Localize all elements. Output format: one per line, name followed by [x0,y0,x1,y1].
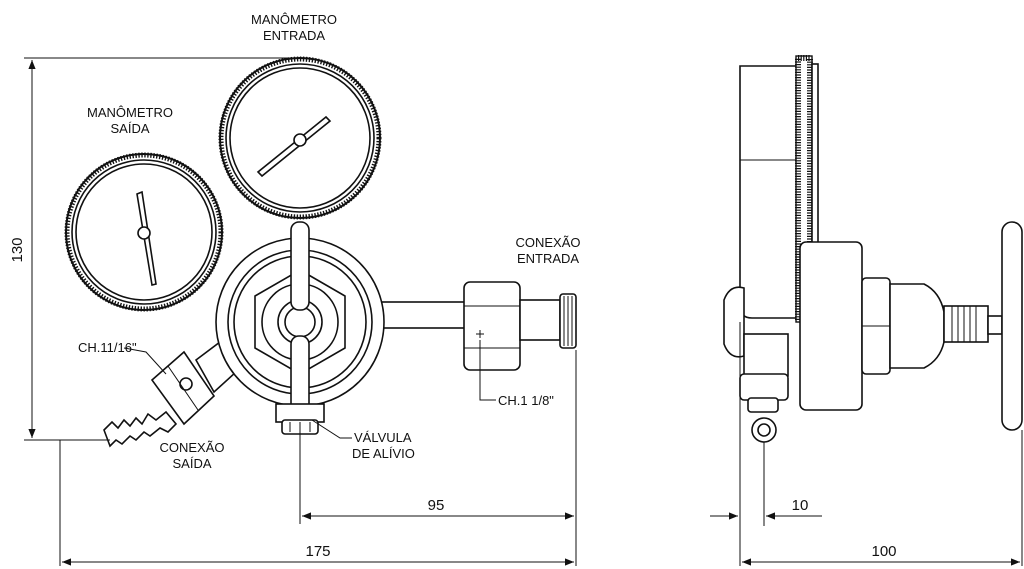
label-conexao-saida-2: SAÍDA [172,456,211,471]
label-manometro-saida-2: SAÍDA [110,121,149,136]
dim-valve-offset-value: 95 [428,497,445,514]
dim-width-front-value: 175 [305,543,330,560]
label-manometro-entrada-1: MANÔMETRO [251,12,337,27]
inlet-pressure-gauge [218,56,382,220]
label-conexao-entrada-2: ENTRADA [517,251,579,266]
outlet-pressure-gauge [64,152,224,312]
label-manometro-saida-1: MANÔMETRO [87,105,173,120]
inlet-connection [371,281,577,371]
front-view [64,56,577,448]
label-manometro-entrada-2: ENTRADA [263,28,325,43]
label-valvula-alivio-1: VÁLVULA [354,430,412,445]
dimension-values: 130 175 95 10 100 [9,237,897,560]
regulator-body [215,221,385,435]
label-ch-entrada: CH.1 1/8" [498,393,554,408]
label-conexao-saida-1: CONEXÃO [159,440,224,455]
dim-width-side-value: 100 [871,543,896,560]
gauge-needle [256,115,332,178]
dim-height-value: 130 [9,237,26,262]
relief-valve [275,403,325,435]
label-ch-saida: CH.11/16" [78,340,137,355]
dimension-lines [24,57,1023,566]
label-valvula-alivio-2: DE ALÍVIO [352,446,415,461]
outlet-connection [103,340,237,448]
dim-small-offset-value: 10 [792,497,809,514]
side-view [723,55,1023,443]
label-conexao-entrada-1: CONEXÃO [515,235,580,250]
callout-labels: MANÔMETRO ENTRADA MANÔMETRO SAÍDA CONEXÃ… [78,12,581,471]
